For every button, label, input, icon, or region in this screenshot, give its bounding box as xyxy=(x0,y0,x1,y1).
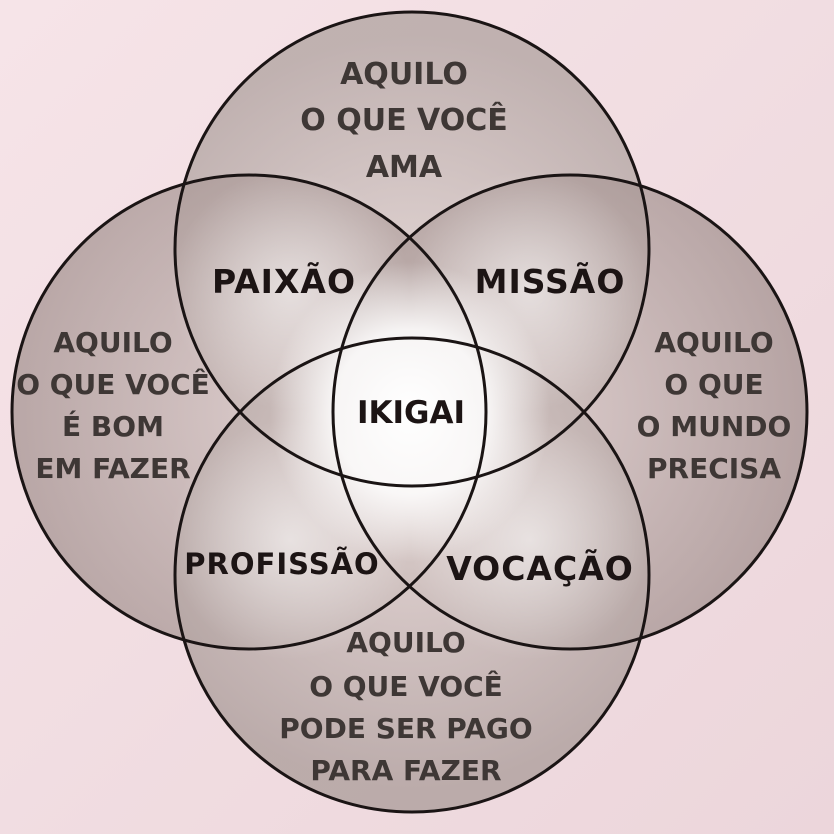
label-good-at-line1: AQUILO xyxy=(53,326,172,359)
label-missao: MISSÃO xyxy=(475,261,626,301)
label-ikigai: IKIGAI xyxy=(357,395,465,431)
label-good-at: AQUILO O QUE VOCÊ É BOM EM FAZER xyxy=(16,326,210,485)
label-world-needs-line3: O MUNDO xyxy=(637,410,792,443)
label-good-at-line4: EM FAZER xyxy=(35,452,190,485)
circle-love-outline xyxy=(173,10,651,488)
label-world-needs-line1: AQUILO xyxy=(654,326,773,359)
label-good-at-line2: O QUE VOCÊ xyxy=(16,367,210,401)
circle-outlines xyxy=(10,10,809,814)
label-love-line3: AMA xyxy=(366,150,443,185)
label-paid-for-line3: PODE SER PAGO xyxy=(279,712,532,745)
label-paid-for-line2: O QUE VOCÊ xyxy=(309,669,503,703)
label-profissao: PROFISSÃO xyxy=(184,547,379,581)
glow-center xyxy=(270,262,550,562)
label-love-line1: AQUILO xyxy=(340,57,468,92)
label-paid-for-line4: PARA FAZER xyxy=(310,754,501,787)
label-love: AQUILO O QUE VOCÊ AMA xyxy=(300,57,507,185)
intersection-labels: PAIXÃO MISSÃO PROFISSÃO VOCAÇÃO IKIGAI xyxy=(184,261,634,588)
circle-good-at-outline xyxy=(10,173,488,651)
label-love-line2: O QUE VOCÊ xyxy=(300,102,507,138)
label-world-needs-line2: O QUE xyxy=(664,368,763,401)
label-world-needs-line4: PRECISA xyxy=(647,452,781,485)
label-paixao: PAIXÃO xyxy=(212,261,356,301)
label-vocacao: VOCAÇÃO xyxy=(446,548,634,588)
label-paid-for-line1: AQUILO xyxy=(346,626,465,659)
circle-paid-for-outline xyxy=(173,336,651,814)
label-world-needs: AQUILO O QUE O MUNDO PRECISA xyxy=(637,326,792,485)
circle-world-needs-outline xyxy=(331,173,809,651)
label-paid-for: AQUILO O QUE VOCÊ PODE SER PAGO PARA FAZ… xyxy=(279,626,532,787)
label-good-at-line3: É BOM xyxy=(62,409,164,443)
circle-fills xyxy=(12,12,807,812)
